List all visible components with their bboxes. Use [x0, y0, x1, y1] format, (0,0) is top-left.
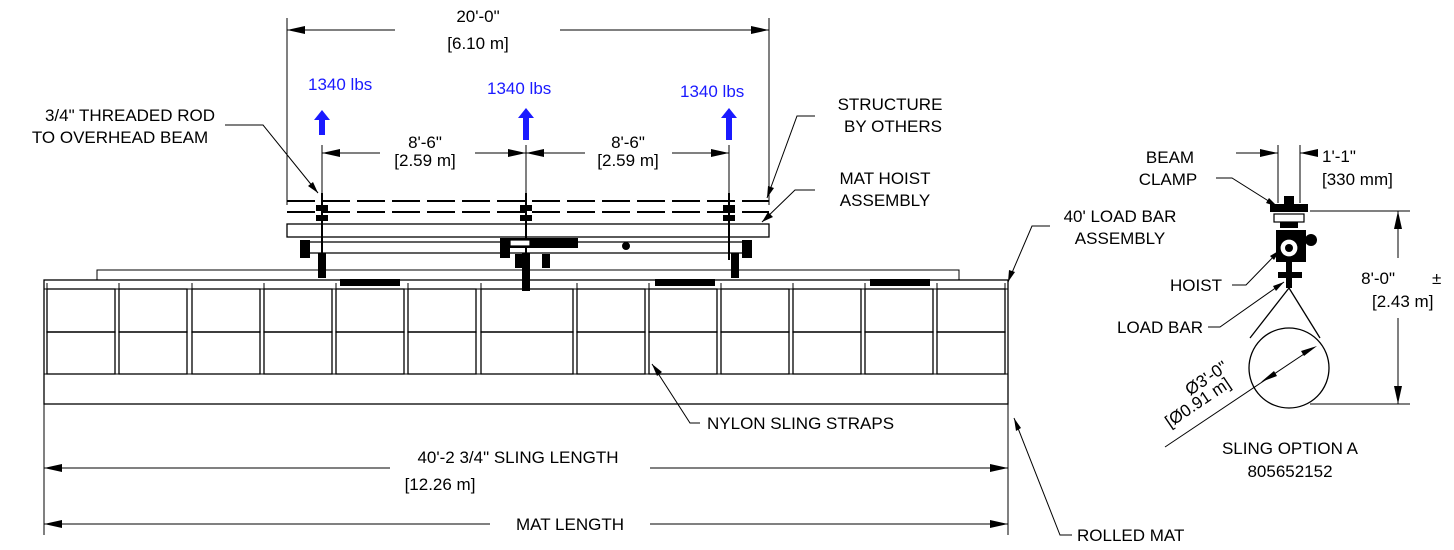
spacing-left-m: [2.59 m] [394, 151, 455, 170]
callouts-top: 3/4" THREADED ROD TO OVERHEAD BEAM STRUC… [32, 95, 1177, 283]
top-span-dimension: 20'-0" [6.10 m] [286, 7, 770, 205]
load-arrow-left [314, 110, 330, 135]
load-bar-label: LOAD BAR [1117, 318, 1203, 337]
load-bar-assembly-line2: ASSEMBLY [1075, 229, 1165, 248]
load-label-left: 1340 lbs [308, 75, 372, 94]
top-span-ft: 20'-0" [456, 7, 499, 26]
hoist-label: HOIST [1170, 276, 1222, 295]
spacing-right-ft: 8'-6" [611, 133, 645, 152]
bottom-dimensions: 40'-2 3/4" SLING LENGTH [12.26 m] MAT LE… [43, 404, 1009, 535]
top-span-m: [6.10 m] [447, 34, 508, 53]
sling-option-label: SLING OPTION A [1222, 439, 1359, 458]
threaded-rod-line1: 3/4" THREADED ROD [45, 106, 215, 125]
spacing-right-m: [2.59 m] [597, 151, 658, 170]
mat-hoist-assembly [286, 193, 770, 291]
overhead-beam [287, 200, 769, 213]
height-pm: ± [1432, 269, 1441, 288]
side-view: BEAM CLAMP 1'-1" [330 mm] HOIST LOA [1117, 145, 1441, 481]
structure-line2: BY OTHERS [844, 117, 942, 136]
load-arrows: 1340 lbs 1340 lbs 1340 lbs [308, 75, 744, 140]
clamp-width-ft: 1'-1" [1322, 147, 1356, 166]
beam-clamp-line2: CLAMP [1139, 170, 1198, 189]
sling-strap-panels [46, 288, 1006, 375]
spacing-left-ft: 8'-6" [408, 133, 442, 152]
spacing-dimensions: 8'-6" [2.59 m] 8'-6" [2.59 m] [321, 133, 730, 200]
load-bar-assembly-line1: 40' LOAD BAR [1064, 207, 1177, 226]
mat-length-label: MAT LENGTH [516, 515, 624, 534]
part-number: 805652152 [1247, 462, 1332, 481]
rolled-mat-label: ROLLED MAT [1077, 526, 1184, 545]
clamp-width-mm: [330 mm] [1322, 170, 1393, 189]
load-label-right: 1340 lbs [680, 82, 744, 101]
structure-line1: STRUCTURE [838, 95, 943, 114]
height-ft: 8'-0" [1361, 269, 1395, 288]
threaded-rod-line2: TO OVERHEAD BEAM [32, 128, 208, 147]
beam-clamp-line1: BEAM [1146, 148, 1194, 167]
sling-length-m: [12.26 m] [405, 475, 476, 494]
load-label-center: 1340 lbs [487, 79, 551, 98]
rolled-mat [43, 269, 1009, 405]
mat-hoist-line2: ASSEMBLY [840, 191, 930, 210]
load-arrow-center [518, 108, 534, 140]
load-arrow-right [721, 108, 737, 140]
nylon-sling-callout: NYLON SLING STRAPS [651, 363, 894, 433]
sling-length-ft: 40'-2 3/4" SLING LENGTH [417, 448, 618, 467]
mat-hoist-line1: MAT HOIST [840, 169, 931, 188]
height-m: [2.43 m] [1372, 292, 1433, 311]
rolled-mat-callout: ROLLED MAT [1013, 417, 1184, 545]
nylon-sling-label: NYLON SLING STRAPS [707, 414, 894, 433]
